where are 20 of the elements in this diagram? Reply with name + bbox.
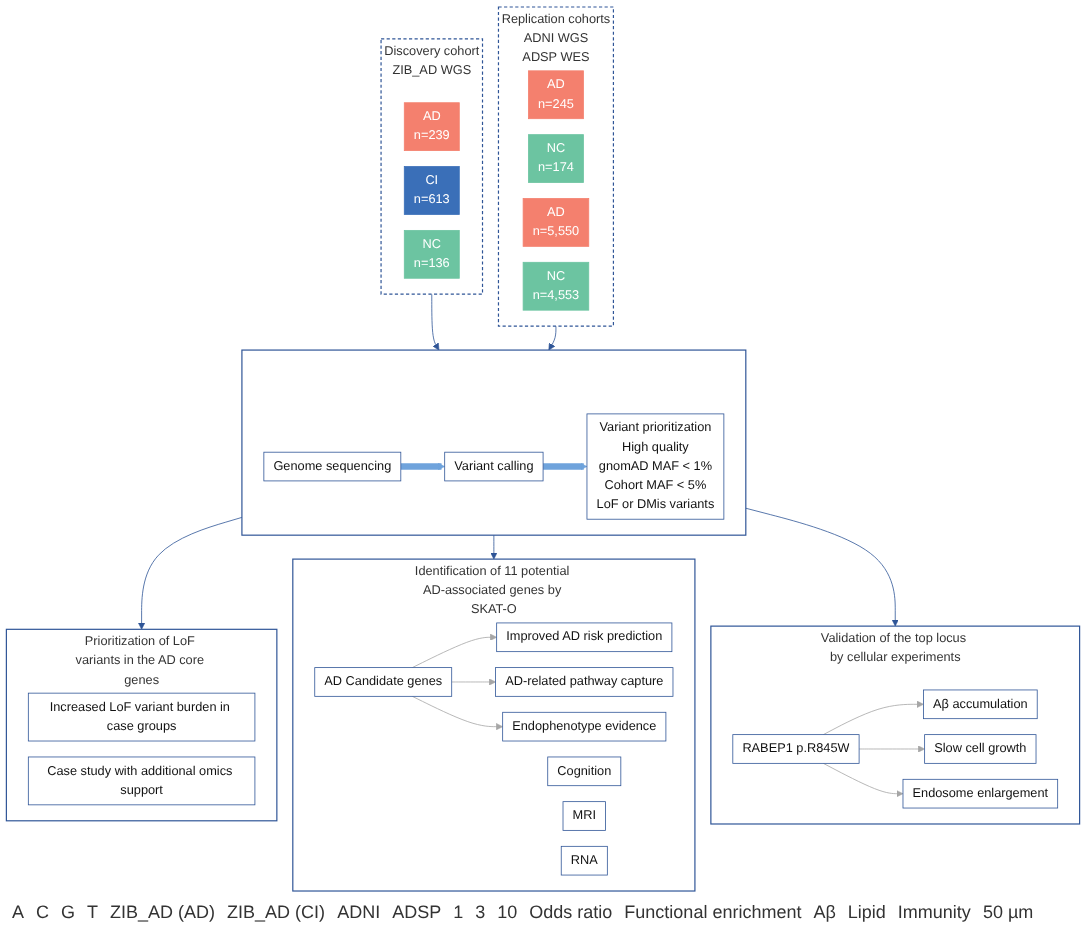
figure-label: 3 bbox=[475, 902, 486, 922]
figure-label: 1 bbox=[453, 902, 464, 922]
arrow bbox=[400, 463, 445, 471]
figure-label: ADSP bbox=[392, 902, 442, 922]
cluster bbox=[241, 349, 747, 536]
figure-label: G bbox=[61, 902, 76, 922]
figure-label: ZIB_AD (CI) bbox=[227, 902, 326, 922]
figure-label: 50 µm bbox=[982, 902, 1034, 922]
figure-label: ZIB_AD (AD) bbox=[110, 902, 216, 922]
figure-label: Aβ bbox=[813, 902, 836, 922]
figure-label: T bbox=[87, 902, 99, 922]
figure-label: 10 bbox=[497, 902, 518, 922]
arrow bbox=[543, 463, 588, 471]
figure-label: Odds ratio bbox=[529, 902, 613, 922]
figure-label: Lipid bbox=[847, 902, 886, 922]
figure-label: A bbox=[12, 902, 25, 922]
figure-label: Functional enrichment bbox=[624, 902, 802, 922]
figure-label: ADNI bbox=[337, 902, 381, 922]
figure-label: C bbox=[36, 902, 50, 922]
figure-label: Immunity bbox=[897, 902, 971, 922]
